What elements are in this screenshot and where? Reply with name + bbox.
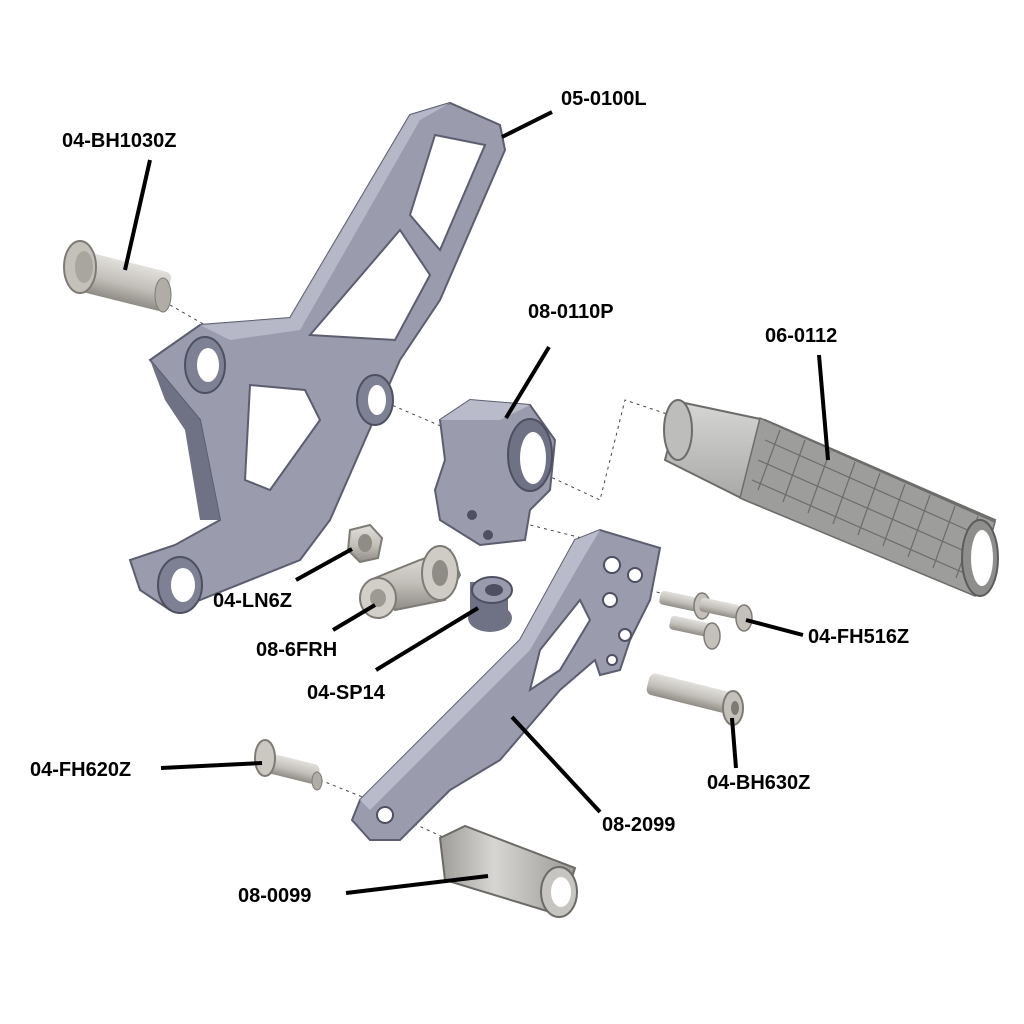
- leader-nut: [295, 547, 353, 582]
- leader-sleeve: [345, 874, 489, 895]
- flat-head-bolt-fh620z: [254, 739, 323, 791]
- label-peg: 06-0112: [765, 325, 837, 347]
- label-rod-end: 08-6FRH: [256, 639, 337, 661]
- foot-peg-part: [663, 399, 999, 598]
- frame-bracket-part: [128, 101, 507, 614]
- label-bh630z: 04-BH630Z: [707, 772, 810, 794]
- part-labels: 04-BH1030Z 05-0100L 08-0110P 06-0112 04-…: [30, 88, 909, 907]
- leader-peg: [817, 354, 830, 461]
- label-lever: 08-2099: [602, 814, 675, 836]
- leader-lines: [123, 110, 830, 895]
- leader-rod-end: [331, 603, 377, 632]
- label-clamp: 08-0110P: [528, 301, 614, 323]
- flat-head-bolts-fh516z: [659, 590, 753, 650]
- button-head-bolt-bh630z: [646, 673, 744, 726]
- leader-bh630z: [730, 717, 738, 769]
- leader-spacer: [374, 606, 480, 672]
- leader-fh620z: [160, 761, 263, 770]
- label-frame: 05-0100L: [561, 88, 647, 110]
- leader-frame: [501, 110, 553, 139]
- sleeve-part: [438, 824, 578, 918]
- label-sleeve: 08-0099: [238, 885, 311, 907]
- shift-lever-part: [350, 528, 662, 841]
- leader-lever: [510, 715, 602, 814]
- label-fh620z: 04-FH620Z: [30, 759, 131, 781]
- button-head-bolt-bh1030z: [63, 240, 172, 313]
- label-nut: 04-LN6Z: [213, 590, 292, 612]
- lock-nut-part: [346, 523, 384, 564]
- label-spacer: 04-SP14: [307, 682, 386, 704]
- spacer-part: [468, 576, 513, 632]
- leader-fh516z: [745, 618, 804, 637]
- clamp-block-part: [433, 398, 557, 547]
- label-bh1030z: 04-BH1030Z: [62, 130, 177, 152]
- leader-clamp: [504, 345, 551, 420]
- label-fh516z: 04-FH516Z: [808, 626, 909, 648]
- leader-bh1030z: [123, 159, 152, 271]
